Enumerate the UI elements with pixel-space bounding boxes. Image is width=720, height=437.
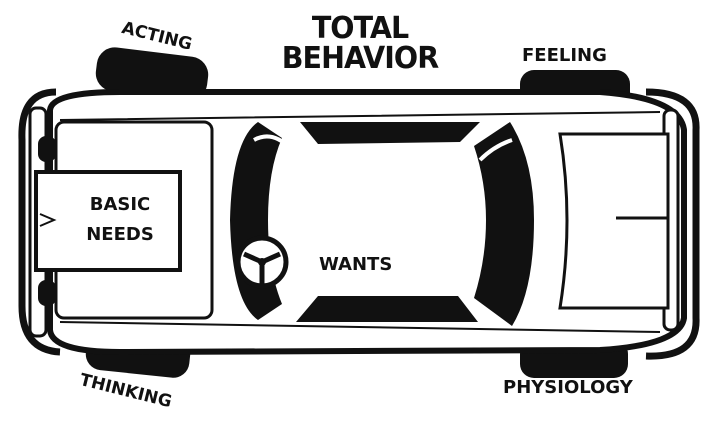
label-wants: WANTS xyxy=(319,254,393,275)
diagram-title-line2: BEHAVIOR xyxy=(281,41,439,76)
basic-needs-pointer xyxy=(39,213,57,227)
wheel-front-left xyxy=(95,47,209,101)
rear-bumper xyxy=(645,88,700,360)
roof-window-top xyxy=(300,122,480,144)
rear-window xyxy=(474,122,534,326)
diagram-title-line1: TOTAL xyxy=(311,11,409,46)
headlight-top xyxy=(38,136,56,162)
basic-needs-box xyxy=(34,170,182,272)
roof-window-bottom xyxy=(296,296,478,322)
headlight-bottom xyxy=(38,280,56,306)
front-bumper xyxy=(18,88,61,356)
trunk-panel xyxy=(558,132,670,310)
steering-wheel-hub xyxy=(258,258,266,266)
windshield-glare xyxy=(253,134,292,150)
label-physiology: PHYSIOLOGY xyxy=(503,377,633,398)
label-basic-needs-line2: NEEDS xyxy=(86,224,154,245)
car-body-inner-line xyxy=(59,111,661,333)
label-basic-needs-line1: BASIC xyxy=(89,194,151,215)
rear-window-glare xyxy=(478,138,513,162)
label-feeling: FEELING xyxy=(522,45,607,66)
